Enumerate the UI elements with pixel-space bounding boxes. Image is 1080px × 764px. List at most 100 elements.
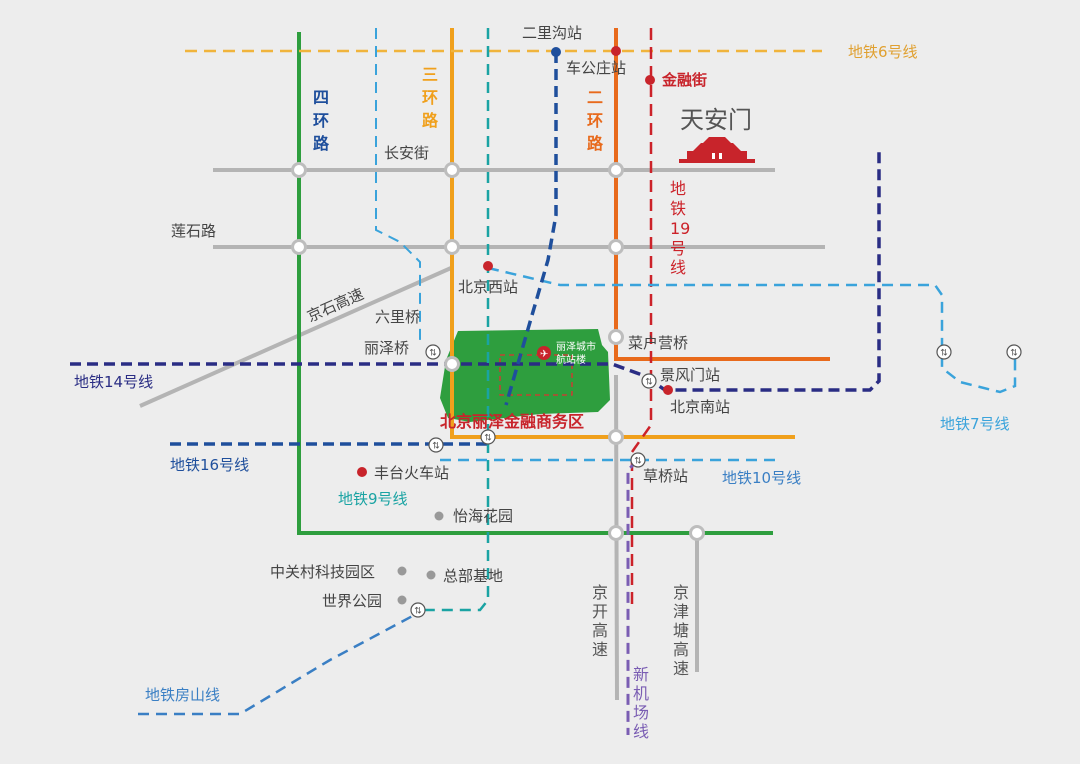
jinrongjie-label: 金融街 (661, 71, 707, 89)
svg-text:⇅: ⇅ (1010, 349, 1018, 359)
svg-text:⇅: ⇅ (634, 457, 642, 467)
svg-text:⇅: ⇅ (429, 349, 437, 359)
zhongguancun-label: 中关村科技园区 (270, 563, 375, 581)
jingjintang-char-3: 塘 (673, 621, 689, 640)
junction-marker (608, 329, 624, 345)
svg-text:⇅: ⇅ (940, 349, 948, 359)
station-dot (397, 566, 407, 576)
jingjintang-char-1: 京 (673, 583, 689, 602)
ring2-char-3: 路 (587, 134, 604, 153)
erligou-station-label: 二里沟站 (522, 24, 582, 42)
yihai-label: 怡海花园 (453, 507, 513, 525)
metro19-char-3: 19 (670, 219, 690, 238)
airport-line-label: 新 机 场 线 (633, 665, 654, 741)
svg-text:⇅: ⇅ (645, 378, 653, 388)
jingfengmen-label: 景风门站 (660, 366, 720, 384)
ring3-char-1: 三 (422, 65, 438, 84)
liuliqiao-label: 六里桥 (375, 308, 420, 326)
metro-transfer-icon: ⇅ (1006, 344, 1022, 360)
metro6-label: 地铁6号线 (848, 43, 918, 61)
ring2-char-2: 环 (587, 111, 603, 130)
junction-marker (444, 162, 460, 178)
metro-transfer-icon: ⇅ (936, 344, 952, 360)
district-core-outline (499, 354, 573, 396)
metro19-char-4: 号 (670, 239, 686, 258)
airport-char-3: 场 (633, 703, 649, 722)
station-dot (645, 75, 655, 85)
junction-marker (608, 429, 624, 445)
metro-transfer-icon: ⇅ (428, 437, 444, 453)
jingjintang-char-4: 高 (673, 640, 689, 659)
airport-char-1: 新 (633, 665, 649, 684)
junction-marker (689, 525, 705, 541)
metro-line-7 (487, 266, 1017, 394)
jingjintang-char-2: 津 (673, 602, 689, 621)
jingkai-char-4: 速 (592, 640, 608, 659)
shijie-label: 世界公园 (322, 592, 382, 610)
ring4-char-1: 四 (313, 88, 329, 107)
junction-marker (444, 356, 460, 372)
ring4-char-2: 环 (313, 111, 329, 130)
metro19-char-5: 线 (670, 258, 686, 277)
changan-street-label: 长安街 (384, 144, 429, 162)
metro14-label: 地铁14号线 (74, 373, 153, 391)
metro-west-line-9-branch (375, 28, 421, 345)
junction-markers (291, 162, 705, 541)
fengtai-station-label: 丰台火车站 (374, 464, 449, 482)
jingkai-label: 京 开 高 速 (592, 583, 613, 659)
metro-line-9 (420, 28, 490, 612)
lizeqiao-label: 丽泽桥 (364, 339, 409, 357)
metro19-char-2: 铁 (670, 199, 686, 218)
metro19-char-1: 地 (670, 179, 686, 198)
caihuying-label: 菜户营桥 (628, 334, 688, 352)
second-ring-road (614, 28, 830, 361)
lianshi-road-label: 莲石路 (171, 222, 216, 240)
ring2-char-1: 二 (587, 88, 603, 107)
jingkai-char-1: 京 (592, 583, 608, 602)
station-dot (357, 467, 367, 477)
jingjintang-char-5: 速 (673, 659, 689, 678)
junction-marker (608, 162, 624, 178)
terminal-label-line1: 丽泽城市 (556, 340, 596, 353)
station-dot (397, 595, 407, 605)
jingjintang-label: 京 津 塘 高 速 (673, 583, 694, 678)
caoqiao-station-label: 草桥站 (643, 467, 688, 485)
metro10-label: 地铁10号线 (722, 469, 801, 487)
junction-marker (291, 239, 307, 255)
svg-text:⇅: ⇅ (432, 442, 440, 452)
metro-transfer-icon: ⇅ (630, 452, 646, 468)
district-name-label: 北京丽泽金融商务区 (440, 412, 584, 431)
metro16-label: 地铁16号线 (170, 456, 249, 474)
beijingnan-station-label: 北京南站 (670, 398, 730, 416)
station-dot (663, 385, 673, 395)
metro7-label: 地铁7号线 (940, 415, 1010, 433)
metro-line-19 (630, 28, 653, 605)
terminal-label-line2: 航站楼 (556, 353, 586, 366)
station-dot (611, 46, 621, 56)
svg-text:⇅: ⇅ (484, 434, 492, 444)
metro-transfer-icon: ⇅ (641, 373, 657, 389)
chegongzhuang-station-label: 车公庄站 (566, 59, 626, 77)
beijingxi-station-label: 北京西站 (458, 278, 518, 296)
metro9-label: 地铁9号线 (338, 490, 408, 508)
transfer-icons: ⇅ ⇅ ⇅ ⇅ ⇅ ⇅ ⇅ ⇅ (410, 344, 1022, 618)
tiananmen-gate-icon (679, 137, 755, 163)
svg-text:✈: ✈ (540, 349, 548, 360)
jingkai-char-3: 高 (592, 621, 608, 640)
airport-char-2: 机 (633, 684, 649, 703)
station-dot (434, 511, 444, 521)
junction-marker (608, 239, 624, 255)
metro-transfer-icon: ⇅ (425, 344, 441, 360)
ring4-label: 四 环 路 (313, 88, 335, 153)
jingkai-char-2: 开 (592, 602, 608, 621)
ring2-label: 二 环 路 (587, 88, 609, 153)
junction-marker (444, 239, 460, 255)
station-dot (483, 261, 493, 271)
zongbu-label: 总部基地 (443, 567, 503, 585)
metro-transfer-icon: ⇅ (410, 602, 426, 618)
business-district-area (440, 329, 610, 422)
station-dot (426, 570, 436, 580)
jingshi-expressway (139, 266, 452, 408)
station-dots (357, 46, 673, 605)
